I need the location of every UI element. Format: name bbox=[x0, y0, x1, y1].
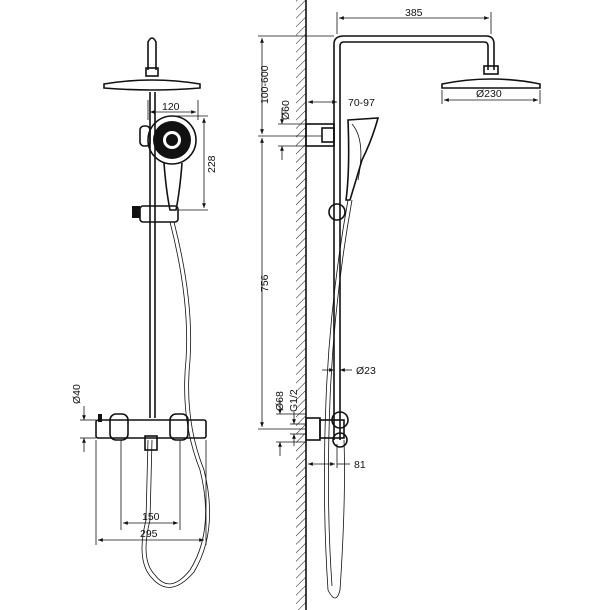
slider-knob-side bbox=[328, 203, 346, 221]
dim-81: 81 bbox=[354, 459, 366, 471]
hose-side bbox=[324, 199, 349, 599]
dim-diam40: Ø40 bbox=[71, 384, 83, 404]
dim-diam230: Ø230 bbox=[476, 88, 502, 100]
wall-hatch bbox=[296, 0, 306, 610]
thermostat-bar-front bbox=[95, 413, 207, 451]
hand-shower-side bbox=[345, 117, 380, 201]
dim-228: 228 bbox=[206, 155, 218, 173]
rain-head-side bbox=[441, 65, 541, 89]
side-view bbox=[296, 0, 541, 610]
dim-150: 150 bbox=[142, 511, 160, 523]
dim-diam60: Ø60 bbox=[280, 100, 292, 120]
thermostat-side bbox=[305, 411, 349, 448]
dim-385: 385 bbox=[405, 7, 423, 19]
hose-front bbox=[145, 221, 207, 585]
dim-100-600: 100-600 bbox=[259, 65, 271, 104]
wall-bracket-front bbox=[139, 125, 151, 147]
dim-g12: G1/2 bbox=[288, 389, 300, 412]
dim-diam23: Ø23 bbox=[356, 365, 376, 377]
dim-70-97: 70-97 bbox=[348, 97, 375, 109]
front-dimensions: 120 228 Ø40 150 295 bbox=[71, 100, 218, 545]
dim-diam68: Ø68 bbox=[274, 391, 286, 411]
front-view bbox=[95, 37, 211, 588]
riser-top-curve bbox=[147, 37, 157, 70]
dim-756: 756 bbox=[259, 274, 271, 292]
side-dimensions: 385 Ø230 100-600 Ø60 70-97 756 Ø23 Ø68 bbox=[258, 7, 541, 471]
rain-head-front bbox=[103, 67, 201, 91]
dim-295: 295 bbox=[140, 528, 158, 540]
shower-arm-side bbox=[333, 35, 495, 70]
dim-120: 120 bbox=[162, 101, 180, 113]
slider-holder-front bbox=[139, 205, 179, 223]
